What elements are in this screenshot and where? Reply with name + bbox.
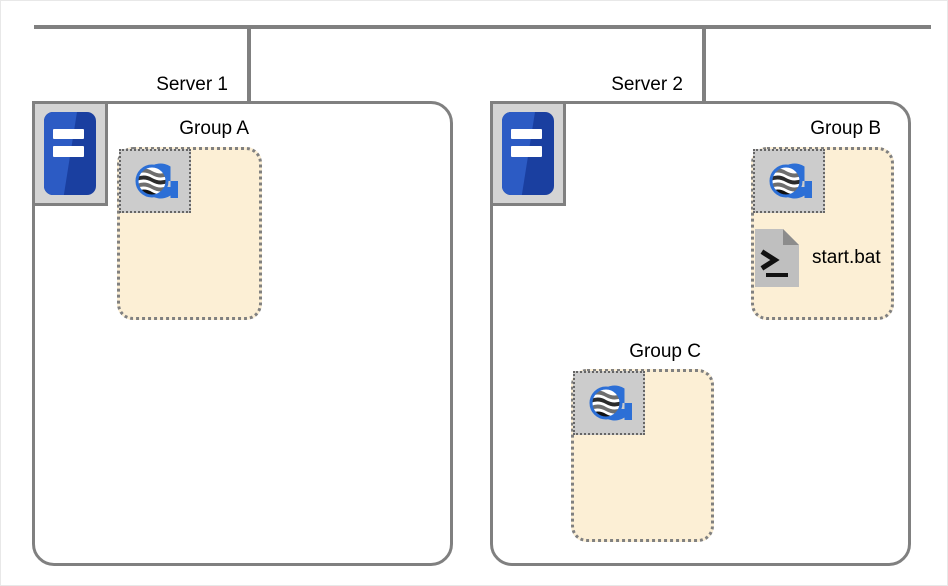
- file-item-start-bat[interactable]: start.bat: [755, 229, 881, 287]
- server-chassis-bar: [53, 146, 84, 157]
- glassfish-instance-icon-group-b[interactable]: [753, 149, 825, 213]
- server-chassis-bar: [53, 128, 84, 140]
- network-bus-horizontal: [34, 25, 931, 29]
- file-label-start-bat: start.bat: [812, 247, 881, 268]
- network-bus-drop-server-1: [247, 25, 251, 101]
- server-chassis-icon-server-1[interactable]: [32, 101, 108, 206]
- server-chassis-bar: [511, 146, 542, 157]
- server-chassis-body: [502, 112, 554, 195]
- group-b-label: Group B: [810, 118, 881, 139]
- server-2-container[interactable]: [490, 101, 911, 566]
- server-chassis-body: [44, 112, 96, 195]
- server-2-label: Server 2: [611, 74, 683, 95]
- glassfish-instance-icon-group-a[interactable]: [119, 149, 191, 213]
- server-1-container[interactable]: [32, 101, 453, 566]
- group-a-label: Group A: [179, 118, 249, 139]
- network-bus-drop-server-2: [702, 25, 706, 101]
- glassfish-instance-icon-group-c[interactable]: [573, 371, 645, 435]
- group-c-label: Group C: [629, 341, 701, 362]
- server-chassis-bar: [511, 128, 542, 140]
- batch-file-icon: [755, 229, 799, 287]
- server-chassis-icon-server-2[interactable]: [490, 101, 566, 206]
- server-1-label: Server 1: [156, 74, 228, 95]
